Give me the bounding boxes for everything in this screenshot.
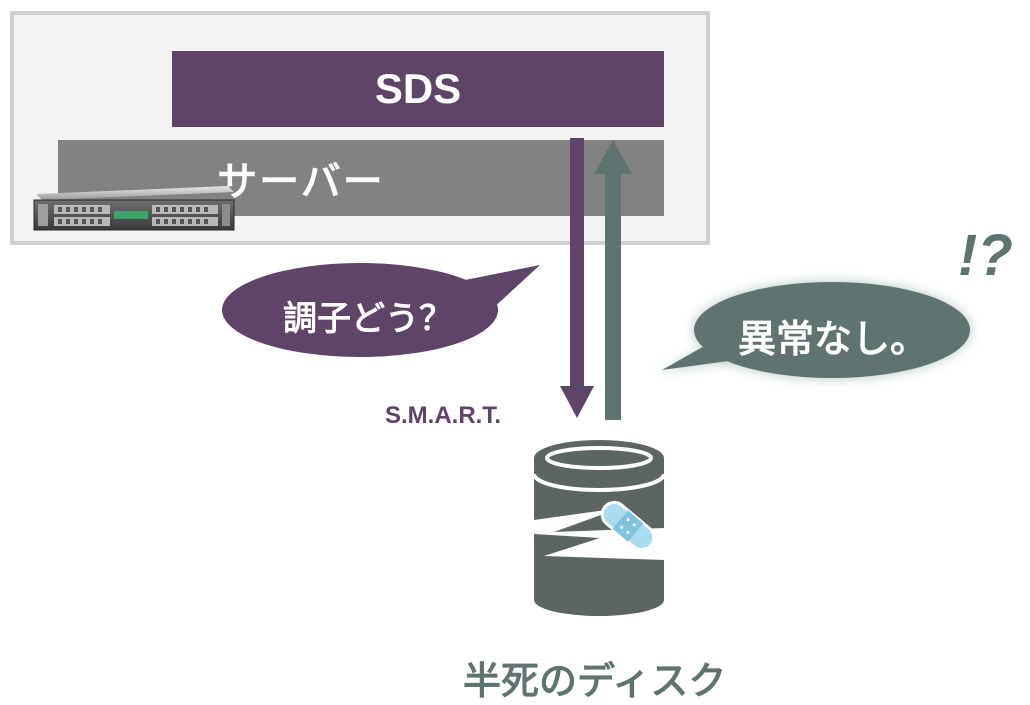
query-bubble <box>222 263 540 357</box>
query-bubble-text: 調子どう？ <box>283 299 453 339</box>
sds-layer: SDS <box>172 51 664 127</box>
rack-server-image <box>33 186 235 231</box>
disk-icon <box>532 440 666 616</box>
reply-bubble-text: 異常なし。 <box>738 317 929 361</box>
reply-arrow <box>594 140 632 420</box>
smart-label: S.M.A.R.T. <box>385 402 502 429</box>
sds-label: SDS <box>374 65 462 112</box>
reply-bubble <box>660 280 972 380</box>
smart-query-arrow <box>560 138 594 418</box>
disk-label: 半死のディスク <box>463 659 727 703</box>
server-label: サーバー <box>217 159 385 205</box>
bandage-icon <box>600 500 656 552</box>
exclamation-mark: !? <box>958 223 1013 288</box>
